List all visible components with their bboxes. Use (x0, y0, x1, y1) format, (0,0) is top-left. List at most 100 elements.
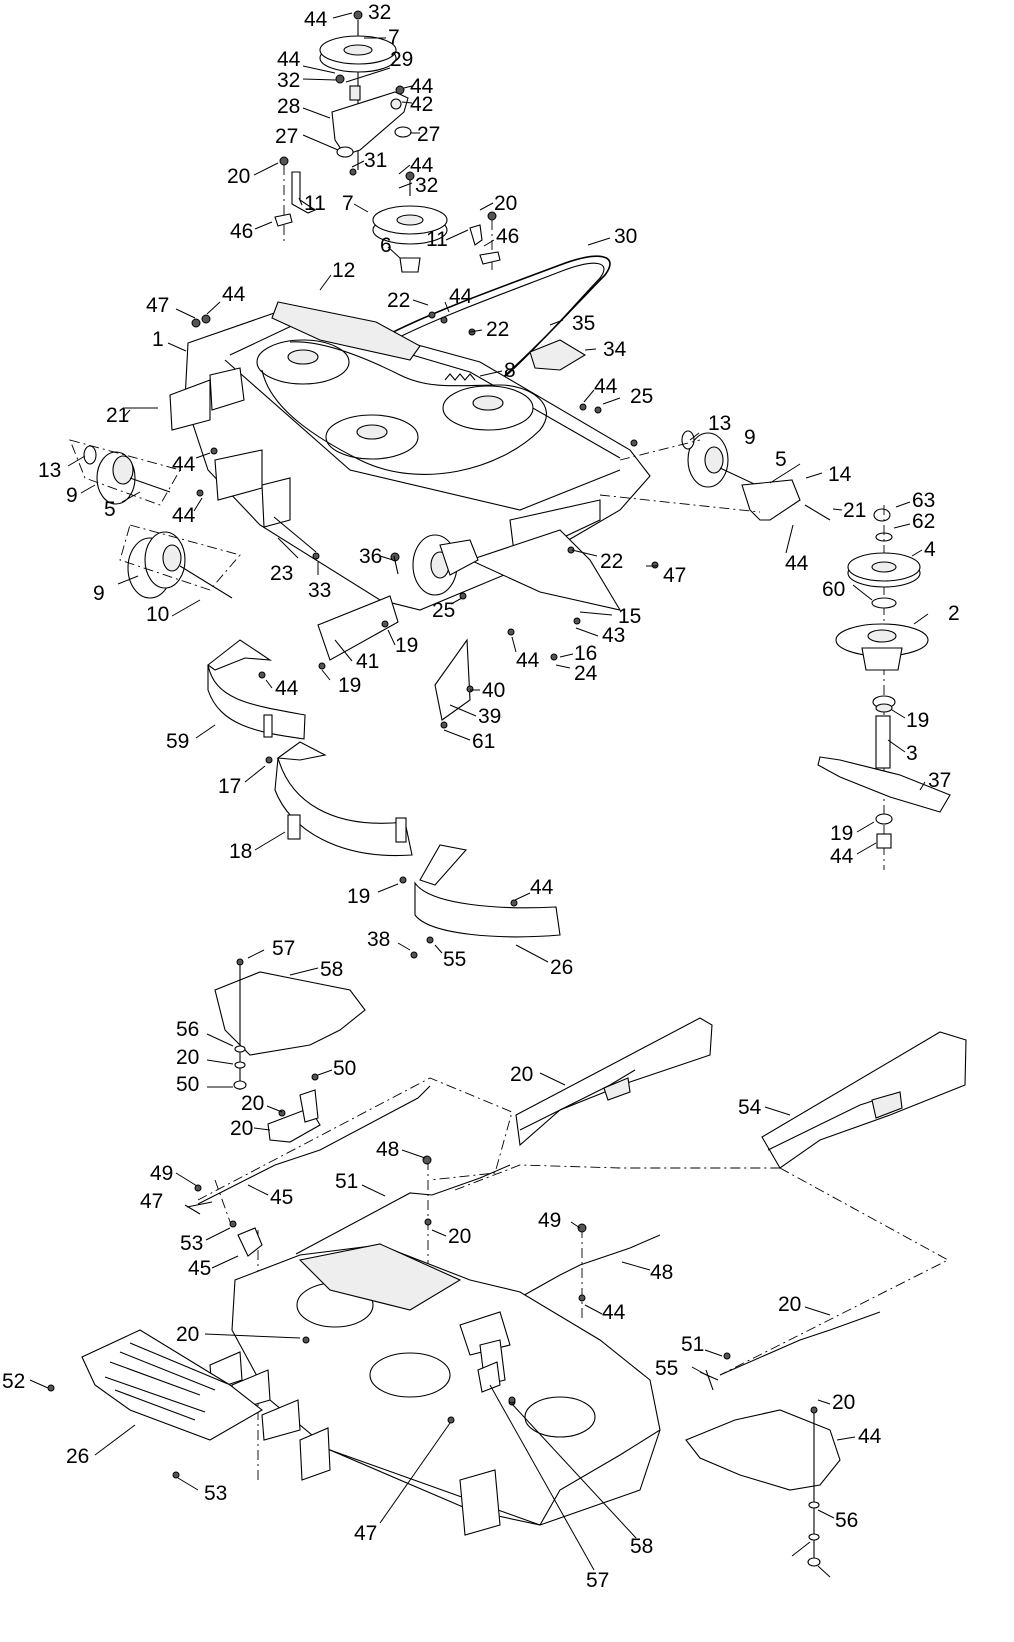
idler-pulley-lower (349, 168, 448, 273)
callout: 7 (388, 26, 400, 49)
callout: 24 (574, 662, 598, 685)
callout: 20 (448, 1225, 471, 1248)
callout: 44 (277, 48, 301, 71)
callout: 39 (478, 705, 501, 728)
callout: 54 (738, 1096, 762, 1119)
callout: 32 (368, 1, 391, 24)
callout: 46 (230, 220, 253, 243)
idler-arm (331, 85, 412, 158)
callout: 44 (449, 285, 473, 308)
callout: 44 (785, 552, 809, 575)
callout: 8 (504, 359, 516, 382)
callout: 20 (832, 1391, 855, 1414)
callout: 10 (146, 603, 169, 626)
callout: 12 (332, 259, 355, 282)
callout: 52 (2, 1370, 25, 1393)
callout: 45 (188, 1257, 211, 1280)
callout: 45 (270, 1186, 293, 1209)
callout: 11 (426, 228, 448, 251)
callout: 47 (146, 294, 169, 317)
callout: 47 (663, 564, 686, 587)
callout: 43 (602, 624, 625, 647)
callout: 20 (230, 1117, 253, 1140)
callout: 4 (924, 538, 936, 561)
callout: 51 (681, 1333, 704, 1356)
callout: 30 (614, 225, 637, 248)
callout: 28 (277, 95, 300, 118)
callout: 48 (376, 1138, 399, 1161)
callout: 32 (415, 174, 438, 197)
callout: 62 (912, 510, 935, 533)
callout: 44 (594, 375, 618, 398)
callout: 42 (410, 93, 433, 116)
callout: 21 (106, 404, 129, 427)
bracket-53-right (477, 1361, 516, 1404)
blade-shield-39 (207, 639, 306, 764)
callout: 44 (602, 1301, 626, 1324)
callout: 18 (229, 840, 252, 863)
callout: 31 (364, 149, 387, 172)
callout: 11 (304, 192, 326, 215)
callout: 44 (172, 504, 196, 527)
callout: 58 (320, 958, 343, 981)
deflector-lower (685, 1406, 841, 1567)
callout: 17 (218, 775, 241, 798)
deflector-mount (267, 1073, 321, 1143)
callout: 56 (835, 1509, 858, 1532)
bracket-left-top (274, 156, 317, 245)
callout: 41 (356, 650, 379, 673)
callout: 20 (176, 1323, 199, 1346)
callout: 5 (104, 498, 116, 521)
callout: 61 (472, 730, 495, 753)
callout-labels: 44 32 7 44 32 29 44 42 28 27 27 31 20 44… (2, 1, 960, 1592)
deck-upper (184, 301, 659, 661)
callout: 19 (338, 674, 361, 697)
callout: 3 (906, 742, 918, 765)
anti-scalp-right (599, 430, 831, 521)
callout: 20 (241, 1092, 264, 1115)
callout: 55 (443, 948, 466, 971)
callout: 50 (176, 1073, 199, 1096)
callout: 57 (272, 937, 295, 960)
callout: 47 (354, 1522, 377, 1545)
callout: 38 (367, 928, 390, 951)
anti-scalp-left (69, 367, 399, 599)
callout: 13 (708, 412, 731, 435)
callout: 33 (308, 579, 331, 602)
bracket-53-left (229, 1220, 263, 1257)
callout: 19 (906, 709, 929, 732)
deflector-upper (214, 958, 366, 1090)
foot-step (47, 1329, 263, 1479)
front-roller (412, 534, 479, 596)
callout: 36 (359, 545, 382, 568)
callout: 19 (395, 634, 418, 657)
callout: 47 (140, 1190, 163, 1213)
callout: 26 (550, 956, 573, 979)
pin-right (699, 1352, 731, 1391)
callout: 6 (380, 234, 392, 257)
callout: 40 (482, 679, 505, 702)
callout: 1 (152, 328, 164, 351)
guard-right (761, 1031, 967, 1169)
callout: 25 (630, 385, 653, 408)
blade-shield-38 (410, 844, 561, 959)
baffle-40 (434, 638, 474, 729)
callout: 60 (822, 578, 845, 601)
callout: 23 (270, 562, 293, 585)
callout: 5 (775, 448, 787, 471)
callout: 44 (410, 75, 434, 98)
callout: 44 (410, 154, 434, 177)
blade-shield-37 (274, 741, 413, 884)
callout: 34 (603, 338, 627, 361)
callout: 44 (530, 876, 554, 899)
deck-lower (231, 1243, 661, 1526)
bracket-right-top (469, 211, 501, 270)
callout: 63 (912, 489, 935, 512)
callout: 20 (494, 192, 517, 215)
callout: 44 (172, 453, 196, 476)
callout: 27 (275, 125, 298, 148)
callout: 26 (66, 1445, 89, 1468)
callout: 14 (828, 463, 852, 486)
callout: 53 (204, 1482, 227, 1505)
callout: 16 (574, 642, 597, 665)
